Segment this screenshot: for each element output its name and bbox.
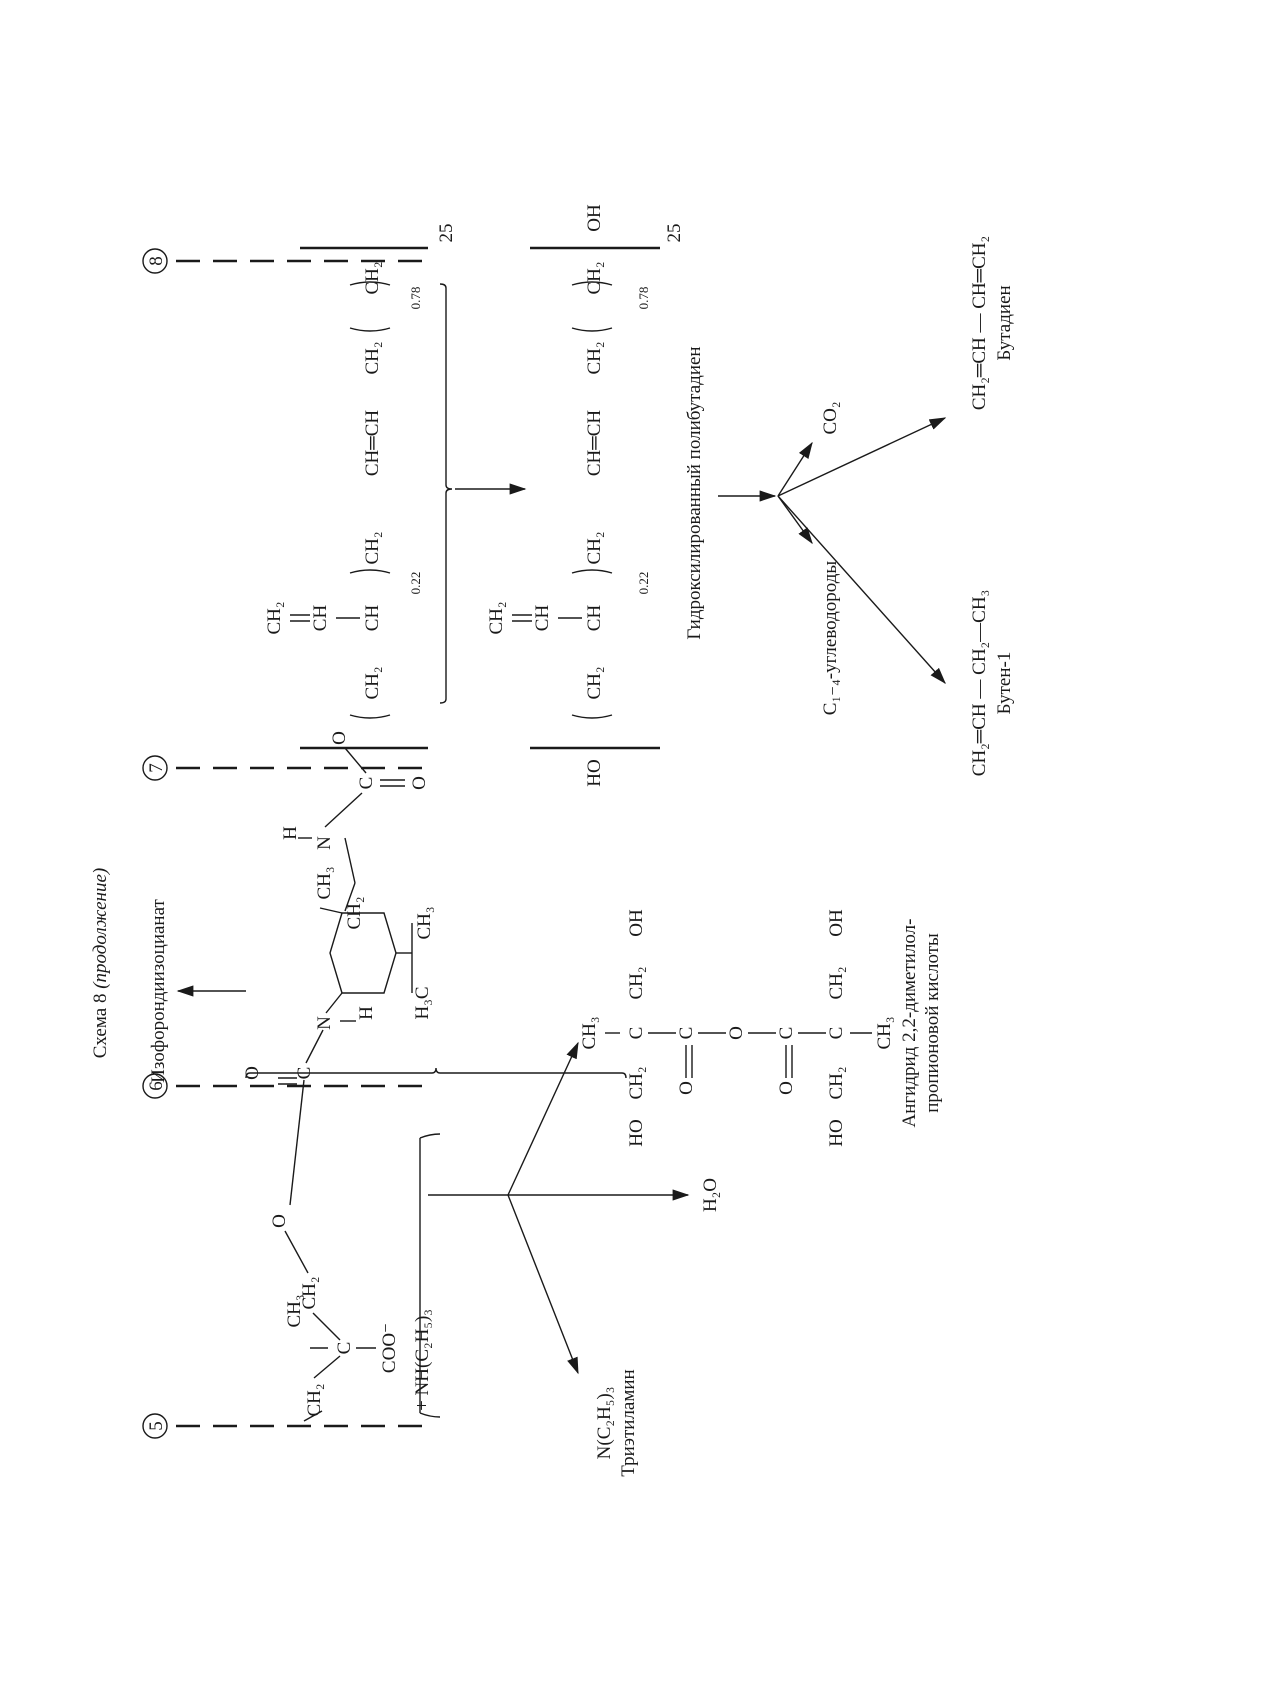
svg-text:CH₃: CH₃ — [874, 1016, 895, 1049]
svg-text:O: O — [329, 731, 350, 745]
svg-text:CH₂: CH₂ — [626, 966, 647, 999]
svg-text:C: C — [776, 1027, 797, 1040]
svg-text:HO: HO — [826, 1119, 847, 1146]
svg-text:8: 8 — [146, 256, 167, 266]
svg-text:H: H — [356, 1006, 377, 1020]
svg-text:0.78: 0.78 — [636, 287, 651, 310]
butadiene-label: Бутадиен — [994, 285, 1015, 360]
anhydride-structure: HO CH₂ C CH₂ OH CH₃ C O O C O HO CH₂ C C… — [579, 909, 943, 1147]
svg-text:CH₂: CH₂ — [486, 601, 507, 634]
svg-text:CH₂: CH₂ — [362, 531, 383, 564]
svg-text:0.78: 0.78 — [408, 287, 423, 310]
svg-text:CH₃: CH₃ — [414, 906, 435, 939]
marker-5: 5 — [142, 1413, 168, 1439]
anhydride-label-2: пропионовой кислоты — [922, 933, 943, 1113]
scheme-title: Схема 8 (продолжение) — [90, 868, 111, 1059]
rotated-scheme: Схема 8 (продолжение) 5 6 7 8 Изофоронди… — [90, 204, 1015, 1477]
c14-label: С₁₋₄-углеводороды — [820, 561, 841, 716]
butene-label: Бутен-1 — [994, 652, 1015, 715]
svg-text:CH₂: CH₂ — [299, 1276, 320, 1309]
svg-text:C: C — [626, 1027, 647, 1040]
svg-text:25: 25 — [436, 224, 457, 243]
svg-text:CH: CH — [362, 605, 383, 632]
svg-text:C: C — [676, 1027, 697, 1040]
svg-text:CH₂: CH₂ — [304, 1383, 325, 1416]
svg-text:CH₂: CH₂ — [584, 531, 605, 564]
svg-text:O: O — [776, 1081, 797, 1095]
svg-text:6: 6 — [146, 1081, 167, 1091]
svg-text:CH₃: CH₃ — [314, 866, 335, 899]
svg-text:N: N — [314, 1016, 335, 1030]
svg-text:O: O — [269, 1214, 290, 1228]
svg-text:C: C — [334, 1342, 355, 1355]
svg-text:+ NH(C₂H₅)₃: + NH(C₂H₅)₃ — [412, 1309, 433, 1411]
svg-text:OH: OH — [626, 909, 647, 937]
svg-text:7: 7 — [146, 763, 167, 773]
svg-text:O: O — [676, 1081, 697, 1095]
svg-text:HO: HO — [584, 759, 605, 786]
svg-text:CH₂: CH₂ — [826, 1066, 847, 1099]
svg-text:25: 25 — [664, 224, 685, 243]
svg-text:O: O — [409, 776, 430, 790]
decomposition: С₁₋₄-углеводороды CO₂ CH₂═CH — CH₂—CH₃ Б… — [718, 236, 1015, 776]
ipdi-segment: O C N H CH₃ CH₂ N H C O O — [242, 731, 435, 1206]
svg-text:H₃C: H₃C — [412, 986, 433, 1019]
svg-text:OH: OH — [826, 909, 847, 937]
svg-text:HO: HO — [626, 1119, 647, 1146]
svg-text:CH₂: CH₂ — [362, 261, 383, 294]
salt-decomposition: N(C₂H₅)₃ Триэтиламин H₂O — [428, 1041, 721, 1477]
svg-text:COO⁻: COO⁻ — [379, 1323, 400, 1373]
polymer-brace — [439, 283, 453, 704]
svg-text:CH₂: CH₂ — [362, 341, 383, 374]
htpb-label: Гидроксилированный полибутадиен — [684, 346, 705, 639]
svg-text:CH₂: CH₂ — [584, 261, 605, 294]
co2-label: CO₂ — [820, 401, 841, 434]
ipdi-brace — [245, 1067, 627, 1079]
marker-7: 7 — [142, 755, 168, 781]
marker-8: 8 — [142, 248, 168, 274]
svg-text:OH: OH — [584, 204, 605, 232]
triethylamine-formula: N(C₂H₅)₃ — [594, 1387, 615, 1460]
svg-text:CH₂: CH₂ — [584, 666, 605, 699]
svg-text:CH₃: CH₃ — [579, 1016, 600, 1049]
svg-text:CH₂: CH₂ — [826, 966, 847, 999]
svg-text:CH₂: CH₂ — [626, 1066, 647, 1099]
anhydride-label-1: Ангидрид 2,2-диметилол- — [899, 919, 920, 1128]
svg-text:CH: CH — [532, 605, 553, 632]
marker-6: 6 — [142, 1073, 168, 1099]
svg-text:CH₂: CH₂ — [584, 341, 605, 374]
polybutadiene-segment: CH₂ CH CH CH₂ CH₂ CH═CH CH₂ CH₂ 0.22 0.7… — [264, 224, 457, 750]
svg-text:O: O — [242, 1066, 263, 1080]
svg-text:CH═CH: CH═CH — [584, 410, 605, 477]
svg-text:CH₃: CH₃ — [284, 1294, 305, 1327]
svg-text:N: N — [314, 836, 335, 850]
svg-text:CH₂: CH₂ — [264, 601, 285, 634]
svg-text:C: C — [294, 1067, 315, 1080]
dmpa-salt-segment: CH₂ C CH₃ CH₂ O COO⁻ + NH(C₂H₅)₃ — [269, 1133, 441, 1422]
svg-text:CH: CH — [584, 605, 605, 632]
ipdi-label: Изофорондиизоцианат — [148, 898, 169, 1082]
svg-text:CH═CH: CH═CH — [362, 410, 383, 477]
svg-text:CH: CH — [310, 605, 331, 632]
svg-text:H: H — [280, 826, 301, 840]
svg-text:CH₂: CH₂ — [362, 666, 383, 699]
svg-text:0.22: 0.22 — [408, 572, 423, 595]
svg-text:O: O — [726, 1026, 747, 1040]
htpb-structure: HO CH₂ CH CH CH₂ CH₂ CH═CH CH₂ CH₂ OH 0.… — [486, 204, 685, 787]
butene-formula: CH₂═CH — CH₂—CH₃ — [969, 590, 990, 776]
butadiene-formula: CH₂═CH — CH═CH₂ — [969, 236, 990, 410]
svg-text:0.22: 0.22 — [636, 572, 651, 595]
svg-text:CH₂: CH₂ — [344, 896, 365, 929]
svg-text:C: C — [826, 1027, 847, 1040]
triethylamine-label: Триэтиламин — [618, 1369, 639, 1476]
svg-text:5: 5 — [146, 1421, 167, 1431]
svg-text:C: C — [356, 777, 377, 790]
water-label: H₂O — [700, 1178, 721, 1212]
